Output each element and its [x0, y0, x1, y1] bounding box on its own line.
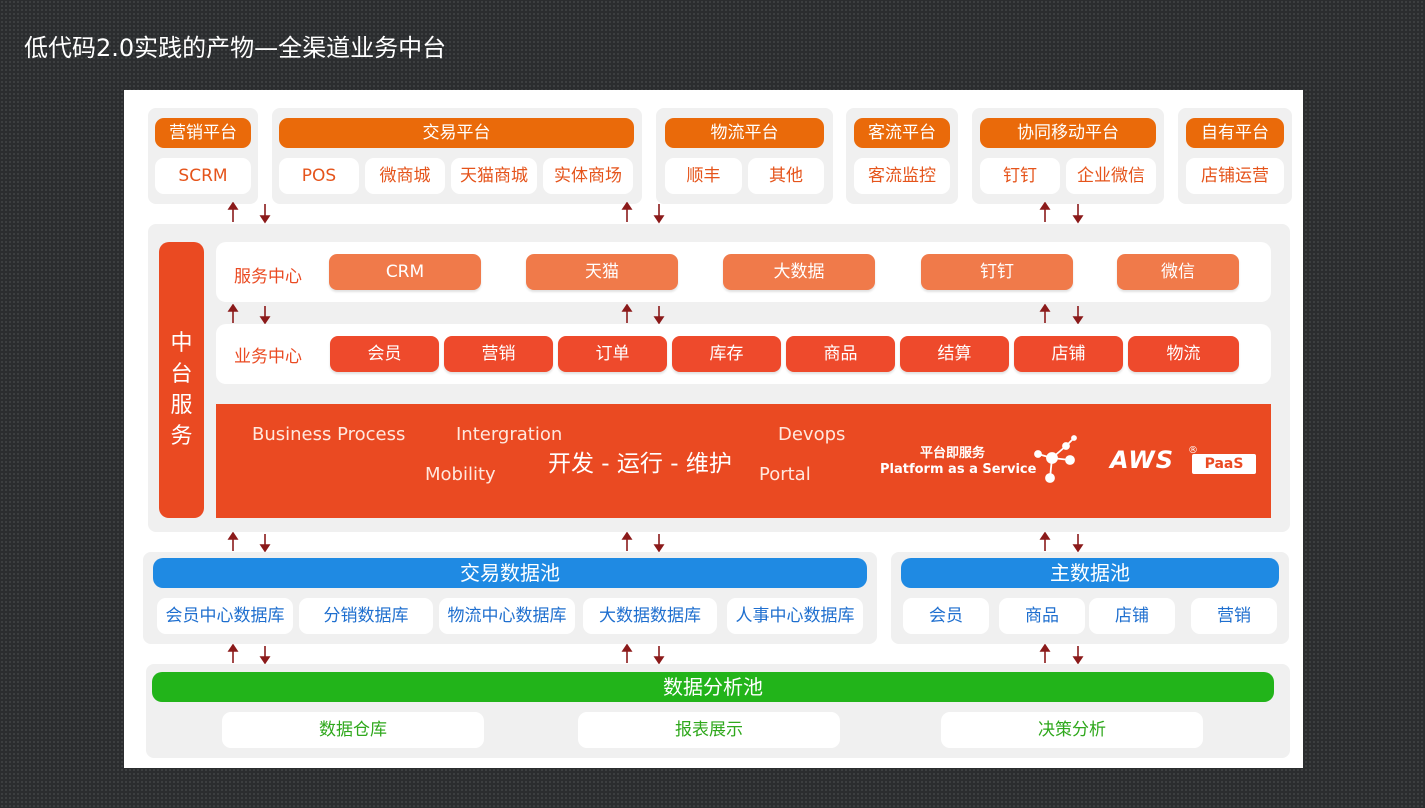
service-item: 钉钉 — [921, 254, 1073, 290]
band-devops: Devops — [778, 424, 846, 445]
platform-title: 交易平台 — [279, 118, 634, 148]
business-item: 营销 — [444, 336, 553, 372]
platform-item: 店铺运营 — [1186, 158, 1284, 194]
service-item: CRM — [329, 254, 481, 290]
platform-title: 协同移动平台 — [980, 118, 1156, 148]
page-title: 低代码2.0实践的产物—全渠道业务中台 — [24, 34, 447, 62]
paas-logo-badge: PaaS — [1192, 454, 1256, 474]
paas-band: Business Process Intergration Devops Mob… — [216, 404, 1271, 518]
side-label-char: 中 — [170, 331, 193, 356]
platform-item: 客流监控 — [854, 158, 950, 194]
transaction-data-pool: 交易数据池 会员中心数据库 分销数据库 物流中心数据库 大数据数据库 人事中心数… — [143, 552, 877, 644]
service-item: 大数据 — [723, 254, 875, 290]
analysis-pool-title: 数据分析池 — [152, 672, 1274, 702]
architecture-diagram: 营销平台 SCRM 交易平台 POS 微商城 天猫商城 实体商场 物流平台 顺丰… — [124, 90, 1303, 768]
pool-item: 会员 — [903, 598, 989, 634]
pool-item: 物流中心数据库 — [439, 598, 575, 634]
pool-item: 营销 — [1191, 598, 1277, 634]
side-label-char: 服 — [170, 393, 193, 418]
band-mobility: Mobility — [425, 464, 496, 485]
business-item: 订单 — [558, 336, 667, 372]
business-item: 会员 — [330, 336, 439, 372]
middle-platform: 中 台 服 务 服务中心 CRM 天猫 大数据 钉钉 微信 — [148, 224, 1290, 532]
pool-item: 分销数据库 — [299, 598, 433, 634]
service-center-label: 服务中心 — [234, 267, 302, 287]
platform-item: 天猫商城 — [451, 158, 537, 194]
platform-item: 顺丰 — [665, 158, 742, 194]
pool-item: 大数据数据库 — [583, 598, 717, 634]
analysis-pool: 数据分析池 数据仓库 报表展示 决策分析 — [146, 664, 1290, 758]
connector-arrows-inner — [227, 304, 1084, 324]
platform-logistics: 物流平台 顺丰 其他 — [656, 108, 833, 204]
aws-logo-text: AWS — [1110, 446, 1175, 474]
connector-arrows-row2 — [227, 532, 1084, 552]
pool-item: 人事中心数据库 — [727, 598, 863, 634]
platform-traffic: 客流平台 客流监控 — [846, 108, 958, 204]
band-intergration: Intergration — [456, 424, 563, 445]
analysis-item: 报表展示 — [578, 712, 840, 748]
platform-title: 营销平台 — [155, 118, 251, 148]
pool-item: 店铺 — [1089, 598, 1175, 634]
platform-title: 客流平台 — [854, 118, 950, 148]
paas-en: Platform as a Service — [880, 462, 1037, 477]
platform-item: 微商城 — [365, 158, 445, 194]
analysis-item: 决策分析 — [941, 712, 1203, 748]
business-item: 店铺 — [1014, 336, 1123, 372]
pool-item: 会员中心数据库 — [157, 598, 293, 634]
band-center-text: 开发 - 运行 - 维护 — [548, 451, 732, 477]
business-center: 业务中心 会员 营销 订单 库存 商品 结算 店铺 物流 — [216, 324, 1271, 384]
connector-arrows-row1 — [227, 202, 1084, 224]
platform-item: 其他 — [748, 158, 824, 194]
connector-arrows-row3 — [227, 644, 1084, 664]
pool-title: 主数据池 — [901, 558, 1279, 588]
paas-cn: 平台即服务 — [920, 446, 986, 461]
band-business-process: Business Process — [252, 424, 406, 445]
service-item: 天猫 — [526, 254, 678, 290]
business-item: 库存 — [672, 336, 781, 372]
service-center: 服务中心 CRM 天猫 大数据 钉钉 微信 — [216, 242, 1271, 302]
platform-collab-mobile: 协同移动平台 钉钉 企业微信 — [972, 108, 1164, 204]
platform-item: SCRM — [155, 158, 251, 194]
analysis-item: 数据仓库 — [222, 712, 484, 748]
business-item: 商品 — [786, 336, 895, 372]
side-label-char: 务 — [170, 424, 193, 449]
platform-own: 自有平台 店铺运营 — [1178, 108, 1292, 204]
pool-item: 商品 — [999, 598, 1085, 634]
platform-marketing: 营销平台 SCRM — [148, 108, 258, 204]
platform-title: 自有平台 — [1186, 118, 1284, 148]
side-label-char: 台 — [170, 362, 193, 387]
middle-service-side-label: 中 台 服 务 — [159, 242, 204, 518]
platform-item: 企业微信 — [1066, 158, 1156, 194]
service-item: 微信 — [1117, 254, 1239, 290]
platform-trade: 交易平台 POS 微商城 天猫商城 实体商场 — [272, 108, 642, 204]
platform-item: POS — [279, 158, 359, 194]
band-portal: Portal — [759, 464, 811, 485]
pool-title: 交易数据池 — [153, 558, 867, 588]
network-icon — [1034, 435, 1077, 483]
master-data-pool: 主数据池 会员 商品 店铺 营销 — [891, 552, 1289, 644]
platform-item: 实体商场 — [543, 158, 633, 194]
business-item: 结算 — [900, 336, 1009, 372]
business-center-label: 业务中心 — [234, 347, 302, 367]
registered-mark: ® — [1188, 445, 1198, 456]
business-item: 物流 — [1128, 336, 1239, 372]
platform-item: 钉钉 — [980, 158, 1060, 194]
platform-title: 物流平台 — [665, 118, 824, 148]
